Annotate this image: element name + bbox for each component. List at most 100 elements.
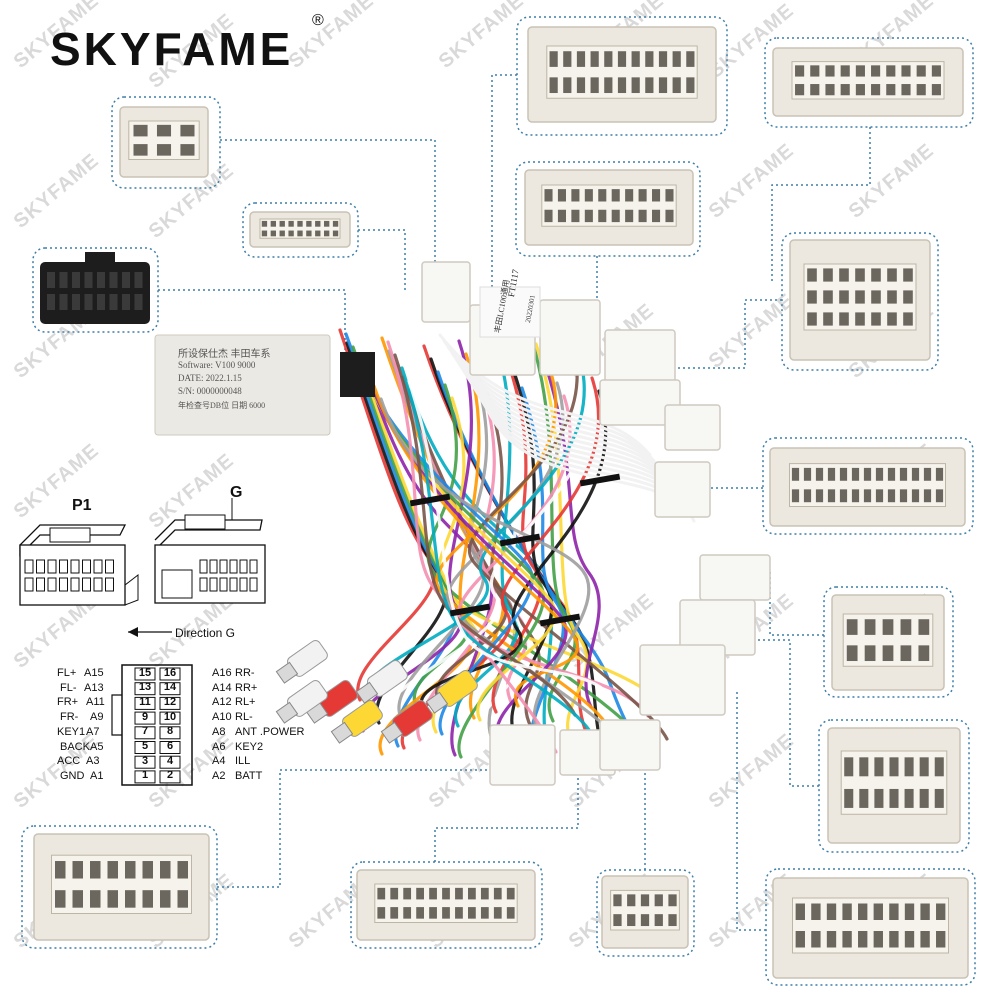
connector-pin bbox=[811, 903, 821, 920]
rca-connector bbox=[275, 679, 328, 724]
connector-pin bbox=[611, 189, 620, 202]
plug-pin bbox=[109, 294, 118, 310]
connector-pin bbox=[571, 209, 580, 223]
dotted-frame bbox=[350, 861, 543, 949]
connector-pin bbox=[859, 757, 869, 777]
pin-number: 16 bbox=[163, 666, 177, 679]
rca-tip bbox=[330, 721, 354, 744]
pin-code-right: A12 bbox=[212, 696, 232, 709]
wire bbox=[407, 379, 615, 703]
harness-black-plug bbox=[340, 352, 375, 397]
connector-pin bbox=[279, 220, 285, 227]
connector-pin bbox=[889, 788, 899, 808]
brand-logo: SKYFAME bbox=[50, 23, 294, 75]
pin-cell bbox=[36, 577, 45, 592]
pin-box bbox=[159, 667, 181, 681]
connector-pin bbox=[645, 77, 654, 94]
connector-pin bbox=[658, 77, 668, 94]
pin-number: 14 bbox=[163, 681, 177, 694]
dotted-frame bbox=[32, 247, 159, 333]
connector-pin bbox=[332, 220, 339, 227]
can-module bbox=[154, 334, 331, 436]
connector-pin bbox=[672, 51, 681, 67]
connector-bottom-left bbox=[33, 833, 210, 941]
connector-pin bbox=[686, 51, 695, 67]
connector-pin bbox=[654, 894, 663, 907]
wire bbox=[458, 363, 672, 487]
connector-pin bbox=[803, 467, 812, 481]
connector-pin bbox=[665, 189, 674, 202]
connector-pin bbox=[156, 144, 172, 156]
connector-pin bbox=[874, 788, 884, 808]
pin-number: 12 bbox=[163, 695, 177, 708]
connector-pin bbox=[871, 312, 881, 326]
connector-pin bbox=[604, 77, 613, 94]
connector-pin bbox=[920, 931, 930, 948]
connector-pin bbox=[571, 189, 580, 202]
pin-name-left: GND bbox=[60, 769, 85, 782]
pin-name-left: KEY1 bbox=[57, 725, 86, 738]
pin-cell bbox=[199, 577, 208, 592]
pin-number: 6 bbox=[166, 740, 174, 752]
connector-pin bbox=[480, 907, 489, 919]
connector-pin bbox=[625, 189, 634, 202]
outline bbox=[19, 544, 126, 606]
connector-pin bbox=[855, 84, 865, 96]
wire bbox=[381, 363, 594, 727]
wire bbox=[454, 357, 668, 481]
connector-pin bbox=[429, 907, 437, 919]
leader-line bbox=[760, 569, 824, 636]
black-16pin-plug bbox=[40, 252, 150, 324]
pin-code-right: A2 bbox=[212, 769, 226, 782]
connector-pin bbox=[815, 489, 824, 503]
connector-pin bbox=[791, 467, 800, 481]
pin-box bbox=[159, 741, 181, 754]
connector-pin bbox=[324, 230, 330, 237]
outline bbox=[154, 519, 263, 551]
connector-pin bbox=[858, 903, 868, 920]
connector-right-large bbox=[789, 239, 931, 361]
connector-pin bbox=[936, 931, 946, 948]
pin-cell bbox=[24, 559, 34, 574]
pin-box bbox=[134, 755, 156, 769]
pin-code-right: A16 bbox=[212, 667, 232, 679]
wire bbox=[510, 373, 554, 737]
connector-pin bbox=[795, 931, 805, 948]
g-connector-drawing bbox=[154, 498, 266, 604]
connector-pin bbox=[823, 312, 833, 326]
plug-pin bbox=[134, 272, 143, 288]
outline bbox=[154, 544, 266, 604]
pin-code-left: A11 bbox=[86, 696, 105, 709]
connector-pin bbox=[638, 209, 647, 223]
connector-pin bbox=[811, 931, 821, 948]
dotted-frame bbox=[762, 437, 974, 535]
zip-tie bbox=[449, 603, 491, 617]
connector-pin bbox=[261, 220, 268, 227]
rca-tip bbox=[275, 661, 299, 684]
dotted-frame bbox=[823, 586, 954, 698]
pin-code-left: A13 bbox=[84, 681, 104, 694]
connector-pin bbox=[795, 84, 805, 96]
connector-pin bbox=[903, 312, 913, 326]
wire bbox=[437, 396, 666, 710]
connector-pin bbox=[842, 931, 852, 948]
leader-line bbox=[217, 769, 510, 888]
connector-pin bbox=[904, 788, 914, 808]
connector-pin bbox=[493, 887, 502, 900]
plug-pin bbox=[97, 294, 105, 310]
connector-pin bbox=[810, 65, 820, 77]
pin-code-left: A5 bbox=[90, 740, 104, 753]
leader-line bbox=[491, 74, 517, 290]
pin-cell bbox=[105, 577, 114, 592]
pin-number: 9 bbox=[141, 710, 149, 723]
connector-pin bbox=[604, 51, 613, 67]
pin-cell bbox=[105, 559, 114, 574]
connector-pin bbox=[142, 890, 153, 908]
connector-pin bbox=[859, 788, 869, 808]
connector-pin bbox=[652, 189, 661, 202]
plug-pin bbox=[47, 272, 55, 288]
pinout-key bbox=[111, 694, 122, 736]
wire bbox=[426, 383, 647, 747]
plug-pin bbox=[59, 294, 68, 310]
